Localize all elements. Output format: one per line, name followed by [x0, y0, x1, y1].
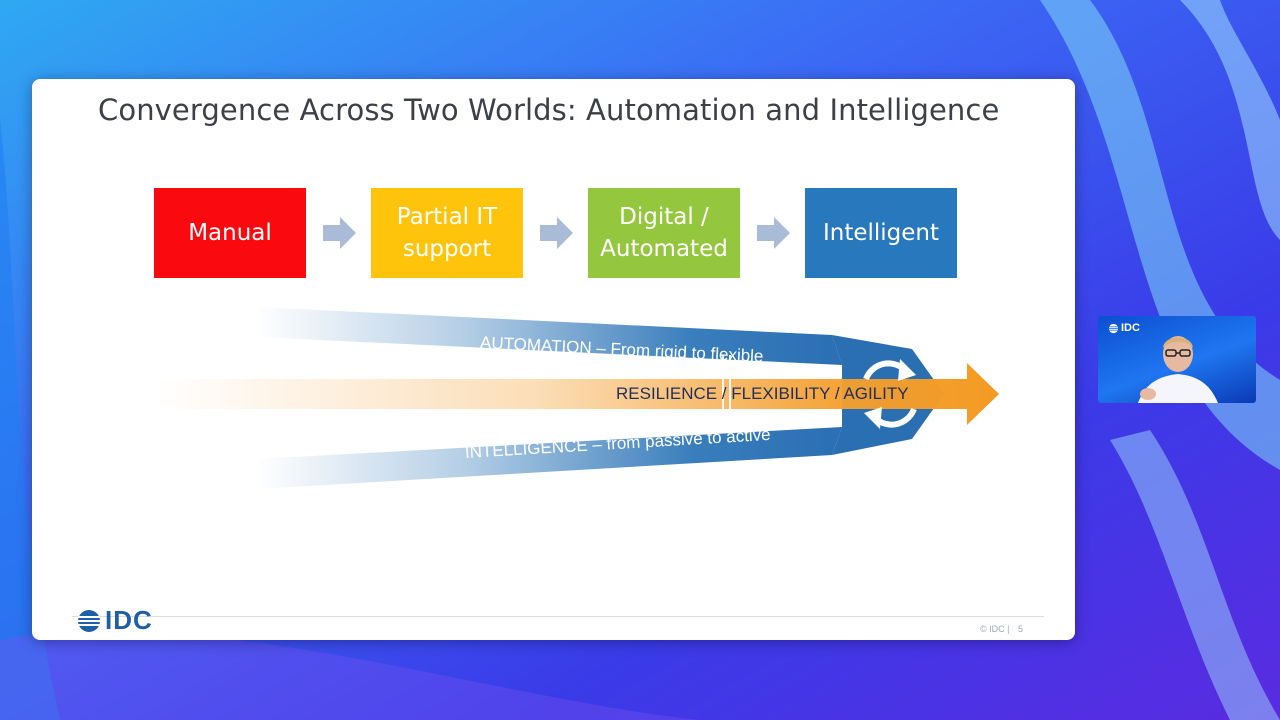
presentation-slide: Convergence Across Two Worlds: Automatio… — [32, 79, 1075, 640]
convergence-arrows — [157, 307, 999, 489]
arrow-right-icon — [540, 217, 573, 249]
footer-divider — [72, 616, 1044, 617]
arrow-right-icon — [757, 217, 790, 249]
arrow-right-icon — [323, 217, 356, 249]
idc-logo: IDC — [76, 605, 153, 636]
presenter-video[interactable]: IDC — [1098, 316, 1256, 403]
stage-label: support — [402, 236, 492, 262]
intelligence-band — [257, 427, 842, 489]
logo-text: IDC — [105, 605, 153, 635]
stage-label: Partial IT — [396, 204, 498, 230]
resilience-arrow — [157, 363, 999, 425]
video-logo-text: IDC — [1121, 322, 1140, 334]
stage-digital-automated: Digital / Automated — [588, 188, 740, 278]
stage-label: Intelligent — [822, 220, 940, 246]
idc-globe-icon — [77, 609, 101, 632]
idc-globe-icon — [1108, 323, 1119, 333]
resilience-label: RESILIENCE / FLEXIBILITY / AGILITY — [616, 384, 909, 403]
page-number: 5 — [1018, 624, 1024, 634]
stage-label: Automated — [600, 236, 728, 262]
presenter-avatar — [1138, 336, 1218, 403]
video-logo: IDC — [1108, 322, 1140, 334]
slide-title: Convergence Across Two Worlds: Automatio… — [98, 93, 1000, 127]
stage-label: Digital / — [619, 204, 709, 230]
copyright-text: © IDC | — [980, 624, 1010, 634]
stage-manual: Manual — [154, 188, 306, 278]
stage-label: Manual — [188, 220, 272, 246]
slide-footer: © IDC | 5 — [980, 624, 1023, 634]
stage-intelligent: Intelligent — [805, 188, 957, 278]
stage-partial-it-support: Partial IT support — [371, 188, 523, 278]
automation-band — [257, 307, 842, 365]
